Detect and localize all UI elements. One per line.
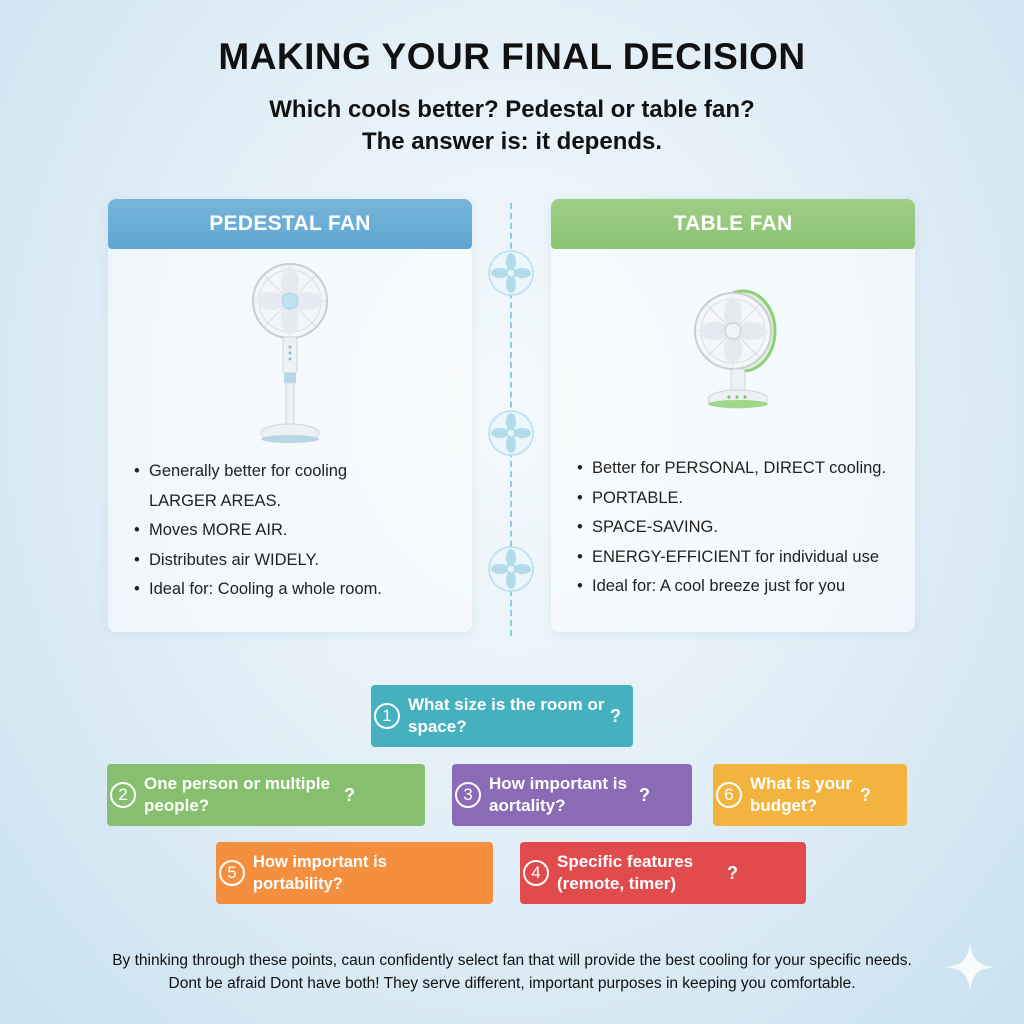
pedestal-fan-card: PEDESTAL FAN Generally better for coolin…: [108, 199, 472, 632]
question-text: What is your budget?: [750, 774, 853, 815]
page-subtitle: Which cools better? Pedestal or table fa…: [0, 94, 1024, 158]
table-fan-bullets: Better for PERSONAL, DIRECT cooling. POR…: [577, 454, 907, 602]
list-item: Distributes air WIDELY.: [134, 546, 454, 576]
question-mark-icon: ?: [639, 785, 650, 805]
question-people: 2 One person or multiple people? ?: [107, 764, 425, 826]
page-title: MAKING YOUR FINAL DECISION: [218, 36, 806, 77]
question-mark-icon: ?: [727, 863, 738, 883]
question-mark-icon: ?: [610, 706, 621, 726]
list-item: Ideal for: A cool breeze just for you: [577, 572, 907, 602]
question-aortality: 3 How important is aortality? ?: [452, 764, 692, 826]
question-portability: 5 How important is portability?: [216, 842, 493, 904]
list-item: Better for PERSONAL, DIRECT cooling.: [577, 454, 907, 484]
footer-line-2: Dont be afraid Dont have both! They serv…: [168, 975, 856, 992]
question-mark-icon: ?: [860, 785, 871, 805]
pedestal-fan-bullets: Generally better for cooling LARGER AREA…: [134, 457, 454, 605]
bullet-text-continued: LARGER AREAS.: [149, 491, 282, 510]
question-number: 4: [523, 860, 549, 886]
question-mark-icon: ?: [344, 785, 355, 805]
list-item: SPACE-SAVING.: [577, 513, 907, 543]
question-text: One person or multiple people?: [144, 774, 331, 815]
pedestal-fan-icon: [252, 263, 328, 443]
question-text: How important is portability?: [253, 853, 387, 893]
fan-blade-icon: [488, 546, 534, 592]
question-number: 2: [110, 782, 136, 808]
list-item: PORTABLE.: [577, 484, 907, 514]
fan-blade-icon: [488, 410, 534, 456]
question-text: What size is the room or space?: [408, 695, 605, 736]
question-features: 4 Specific features (remote, timer) ?: [520, 842, 806, 904]
subtitle-line-1: Which cools better? Pedestal or table fa…: [269, 96, 755, 123]
question-room-size: 1 What size is the room or space? ?: [371, 685, 633, 747]
question-text: How important is aortality?: [489, 774, 627, 815]
bullet-text: Generally better for cooling: [149, 462, 348, 480]
question-text: Specific features (remote, timer): [557, 852, 694, 893]
question-number: 6: [716, 782, 742, 808]
pedestal-fan-header: PEDESTAL FAN: [108, 199, 472, 249]
list-item: Moves MORE AIR.: [134, 516, 454, 546]
table-fan-header: TABLE FAN: [551, 199, 915, 249]
footer-text: By thinking through these points, caun c…: [0, 949, 1024, 995]
subtitle-line-2: The answer is: it depends.: [361, 128, 663, 155]
sparkle-icon: [945, 942, 995, 992]
question-number: 3: [455, 782, 481, 808]
table-fan-card: TABLE FAN Better for PERSONAL, DIRECT co…: [551, 199, 915, 632]
question-budget: 6 What is your budget? ?: [713, 764, 907, 826]
fan-blade-icon: [488, 250, 534, 296]
list-item: Ideal for: Cooling a whole room.: [134, 575, 454, 605]
question-number: 1: [374, 703, 400, 729]
list-item: ENERGY-EFFICIENT for individual use: [577, 543, 907, 573]
footer-line-1: By thinking through these points, caun c…: [112, 952, 912, 969]
table-fan-icon: [694, 289, 777, 409]
list-item: Generally better for cooling LARGER AREA…: [134, 457, 454, 516]
question-number: 5: [219, 860, 245, 886]
